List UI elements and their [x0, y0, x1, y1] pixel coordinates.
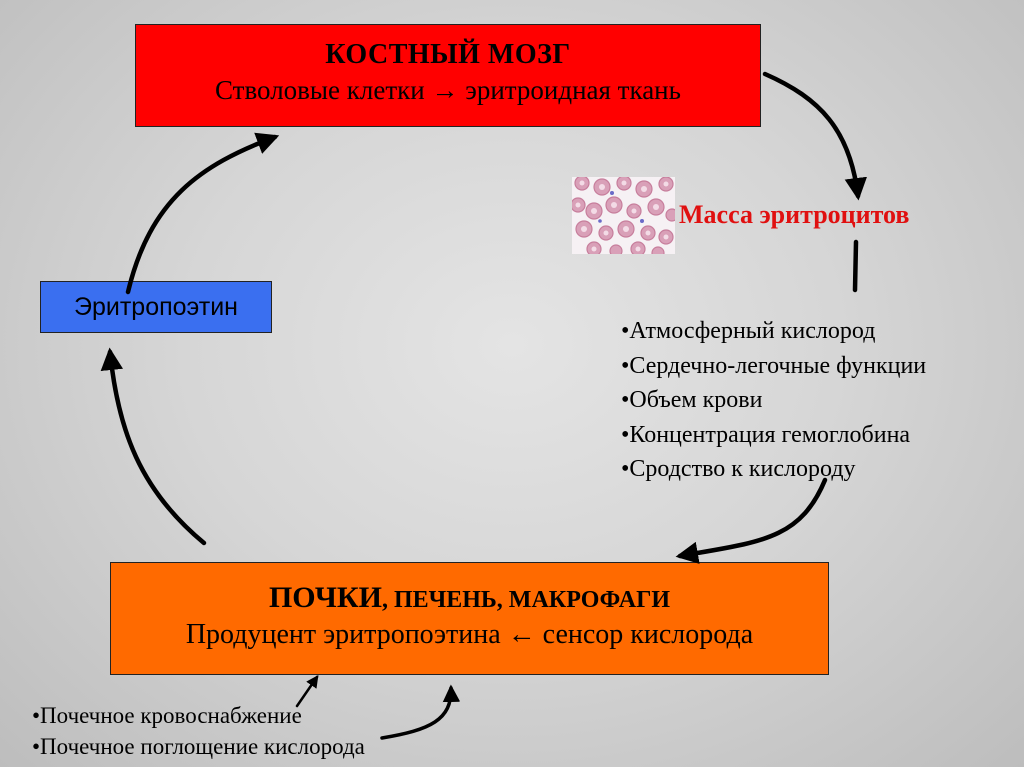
line-mass-to-factors — [855, 242, 856, 290]
arrow-factors-to-kidney — [680, 480, 825, 556]
arrow-bone-to-mass — [765, 74, 858, 196]
arrow-epo-to-bone — [128, 137, 275, 292]
arrow-kidney-to-epo — [110, 352, 204, 543]
arrow-oxygen-uptake-to-kidney — [382, 688, 451, 738]
arrow-bloodflow-to-kidney — [297, 677, 317, 706]
